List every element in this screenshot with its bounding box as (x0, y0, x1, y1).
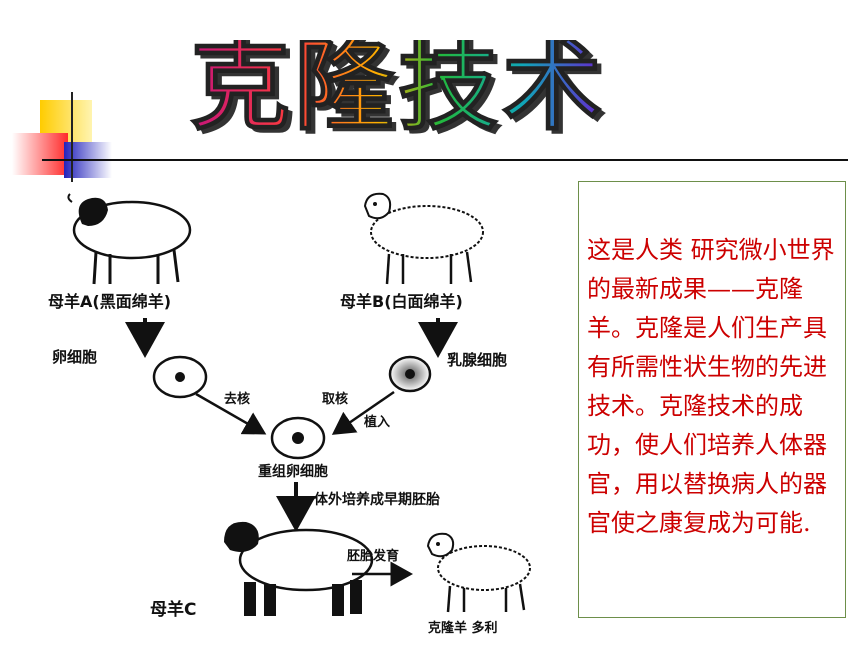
embryo-dev-label: 胚胎发育 (347, 548, 399, 564)
page-title-shadow: 克隆技术 (195, 40, 611, 148)
clone-label: 克隆羊 多利 (428, 620, 498, 636)
page-title: 克隆技术 克隆技术 (189, 40, 611, 148)
sheep-a-label: 母羊A(黑面绵羊) (48, 292, 171, 311)
sheep-c-label: 母羊C (150, 599, 196, 620)
egg-cell-label: 卵细胞 (52, 348, 97, 366)
enucleate-label: 去核 (224, 391, 250, 407)
description-box: 这是人类 研究微小世界的最新成果——克隆羊。克隆是人们生产具有所需性状生物的先进… (578, 181, 846, 618)
implant-label: 植入 (363, 414, 390, 430)
sheep-a-icon (67, 193, 192, 285)
egg-cell-nucleus-icon (175, 372, 185, 382)
sheep-b-icon (363, 192, 484, 285)
cloning-diagram: 母羊A(黑面绵羊) 母羊B(白面绵羊) 卵细胞 乳腺细胞 去核 取核 植入 重组… (48, 192, 531, 636)
arrow-mammary-to-recombined (331, 390, 395, 435)
arrow-egg-to-recombined (195, 392, 267, 435)
deco-square-red (12, 133, 68, 175)
culture-label: 体外培养成早期胚胎 (314, 491, 440, 508)
description-text: 这是人类 研究微小世界的最新成果——克隆羊。克隆是人们生产具有所需性状生物的先进… (587, 236, 835, 537)
page-title-text: 克隆技术 (190, 40, 606, 144)
recombined-egg-label: 重组卵细胞 (258, 463, 328, 480)
clone-sheep-icon (426, 532, 531, 613)
extract-nucleus-label: 取核 (322, 391, 348, 407)
mammary-cell-label: 乳腺细胞 (447, 351, 507, 369)
mammary-cell-nucleus-icon (405, 369, 415, 379)
sheep-b-label: 母羊B(白面绵羊) (340, 292, 463, 311)
sheep-c-icon (224, 521, 374, 616)
recombined-egg-nucleus-icon (292, 432, 304, 444)
decoration-graphic (12, 92, 848, 182)
